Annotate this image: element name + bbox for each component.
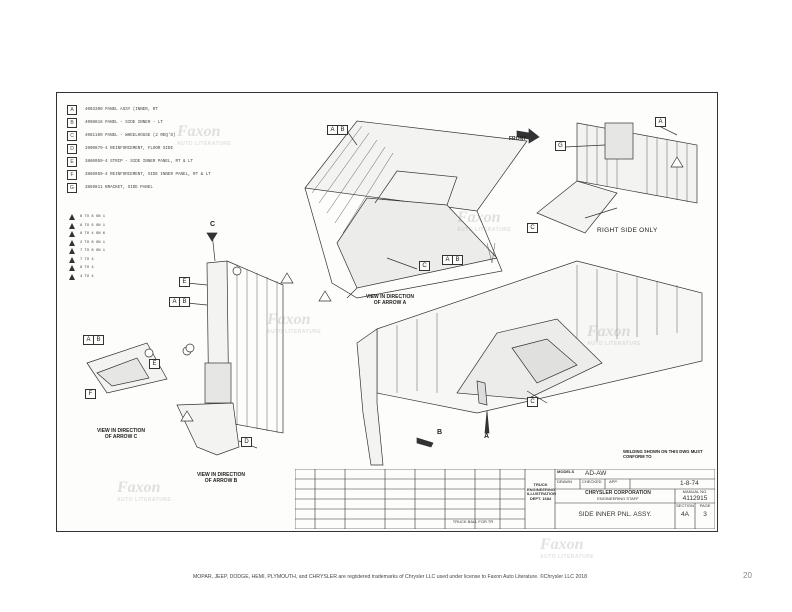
section-value: 4A <box>681 511 689 518</box>
view-c-label: VIEW IN DIRECTION OF ARROW C <box>96 428 146 440</box>
part-row: C 4081100 PANEL - WHEELHOUSE (2 REQ'D) <box>67 129 297 142</box>
models-label: MODELS <box>557 469 575 474</box>
weld-code: 8 TO 4 ON 6 <box>80 232 106 237</box>
part-letter: E <box>67 156 77 167</box>
weld-code: 8 TO 6 ON 1 <box>80 223 106 228</box>
date-value: 1-8-74 <box>680 480 699 487</box>
callout-c: C <box>419 261 430 271</box>
view-b-label: VIEW IN DIRECTION OF ARROW B <box>196 472 246 484</box>
parts-list: A 4003300 PANEL ASSY (INNER, RT B 4008816 … <box>67 103 297 194</box>
welding-note: WELDING SHOWN ON THIS DWG MUST CONFORM T… <box>623 449 703 460</box>
part-row: E 3860059-4 STRIP - SIDE INNER PANEL, RT … <box>67 155 297 168</box>
watermark-sub: AUTO LITERATURE <box>540 554 595 560</box>
callout-b: B <box>93 335 104 345</box>
weld-triangle-icon <box>69 231 75 238</box>
part-letter: F <box>67 169 77 180</box>
weld-code-row: 7 TO 4 <box>69 256 105 265</box>
weld-code: 6 TO 8 ON 1 <box>80 215 106 220</box>
callout-b: B <box>179 297 190 307</box>
weld-triangle-icon <box>69 248 75 255</box>
weld-triangle-icon <box>69 273 75 280</box>
right-side-only-label: RIGHT SIDE ONLY <box>597 227 658 234</box>
part-text: 4003300 PANEL ASSY (INNER, RT <box>85 107 158 112</box>
callout-e: E <box>179 277 190 287</box>
part-row: D 3900879-4 REINFORCEMENT, FLOOR SIDE <box>67 142 297 155</box>
trademark-footer: MOPAR, JEEP, DODGE, HEMI, PLYMOUTH, and … <box>192 574 588 580</box>
weld-triangle-icon <box>69 239 75 246</box>
callout-a: A <box>655 117 666 127</box>
title-block: MODELS AD-AW DRAWN CHECKED APP. 1-8-74 T… <box>295 469 715 529</box>
page-value: 3 <box>703 511 707 518</box>
manual-no-label: MANUAL NO. <box>682 489 708 494</box>
weld-code-row: 7 TO 8 ON 1 <box>69 247 105 256</box>
manual-no: 4112915 <box>682 495 708 502</box>
callout-b: B <box>337 125 348 135</box>
weld-code: 7 TO 4 <box>80 257 94 262</box>
weld-code: 2 TO 8 ON 1 <box>80 240 106 245</box>
title-block-grid <box>295 469 715 529</box>
line-drawing <box>86 120 703 466</box>
weld-triangle-icon <box>69 214 75 221</box>
part-row: F 3860059-4 REINFORCEMENT, SIDE INNER PAN… <box>67 168 297 181</box>
callout-d: D <box>241 437 252 447</box>
drawing-title: SIDE INNER PNL. ASSY. <box>578 511 652 518</box>
part-letter: B <box>67 117 77 128</box>
checked-label: CHECKED <box>582 479 602 484</box>
drawn-label: DRAWN <box>557 479 572 484</box>
weld-code-row: 4 TO 4 <box>69 273 105 282</box>
section-label: SECTION <box>676 503 694 508</box>
page-label: PAGE <box>699 503 711 508</box>
part-letter: C <box>67 130 77 141</box>
part-row: B 4008816 PANEL - SIDE INNER - LT <box>67 116 297 129</box>
truck-ball-note: TRUCK BALL FOR TR <box>452 519 494 524</box>
part-letter: G <box>67 182 77 193</box>
part-text: 4081100 PANEL - WHEELHOUSE (2 REQ'D) <box>85 133 176 138</box>
part-text: 3860059-4 STRIP - SIDE INNER PANEL, RT &… <box>85 159 194 164</box>
callout-f: F <box>85 389 96 399</box>
drawing-sheet: A 4003300 PANEL ASSY (INNER, RT B 4008816 … <box>56 92 718 532</box>
arrow-b-label: B <box>437 429 443 436</box>
part-text: 3860059-4 REINFORCEMENT, SIDE INNER PANE… <box>85 172 211 177</box>
page-number: 20 <box>743 571 752 580</box>
part-text: 3900879-4 REINFORCEMENT, FLOOR SIDE <box>85 146 173 151</box>
callout-b: B <box>452 255 463 265</box>
weld-triangle-icon <box>69 265 75 272</box>
arrow-a-label: A <box>484 433 490 440</box>
weld-code-row: 8 TO 6 ON 1 <box>69 222 105 231</box>
part-text: 3869811 BRACKET, SIDE PANEL <box>85 185 153 190</box>
view-a-label: VIEW IN DIRECTION OF ARROW A <box>365 294 415 306</box>
part-text: 4008816 PANEL - SIDE INNER - LT <box>85 120 163 125</box>
weld-code-row: 2 TO 8 ON 1 <box>69 239 105 248</box>
weld-code-row: 6 TO 8 ON 1 <box>69 213 105 222</box>
engineering-staff: ENGINEERING STAFF <box>597 496 639 501</box>
part-letter: A <box>67 104 77 115</box>
arrow-c-label: C <box>210 221 216 228</box>
callout-c: C <box>527 397 538 407</box>
part-row: A 4003300 PANEL ASSY (INNER, RT <box>67 103 297 116</box>
weld-code: 7 TO 8 ON 1 <box>80 249 106 254</box>
weld-code: 4 TO 4 <box>80 274 94 279</box>
truck-engineering: TRUCK ENGINEERING ILLUSTRATION DEPT. 168… <box>527 482 557 501</box>
callout-g: G <box>555 141 566 151</box>
weld-code-row: 8 TO 4 <box>69 264 105 273</box>
corporation: CHRYSLER CORPORATION <box>585 490 651 496</box>
models-value: AD-AW <box>585 470 607 477</box>
part-row: G 3869811 BRACKET, SIDE PANEL <box>67 181 297 194</box>
watermark-brand: Faxon <box>540 536 584 553</box>
callout-e: E <box>149 359 160 369</box>
part-letter: D <box>67 143 77 154</box>
front-label: FRONT <box>509 136 527 142</box>
callout-c: C <box>527 223 538 233</box>
app-label: APP. <box>609 479 618 484</box>
weld-triangle-icon <box>69 222 75 229</box>
weld-code: 8 TO 4 <box>80 266 94 271</box>
weld-triangle-icon <box>69 256 75 263</box>
weld-code-row: 8 TO 4 ON 6 <box>69 230 105 239</box>
weld-codes: 6 TO 8 ON 1 8 TO 6 ON 1 8 TO 4 ON 6 2 TO… <box>69 213 105 281</box>
